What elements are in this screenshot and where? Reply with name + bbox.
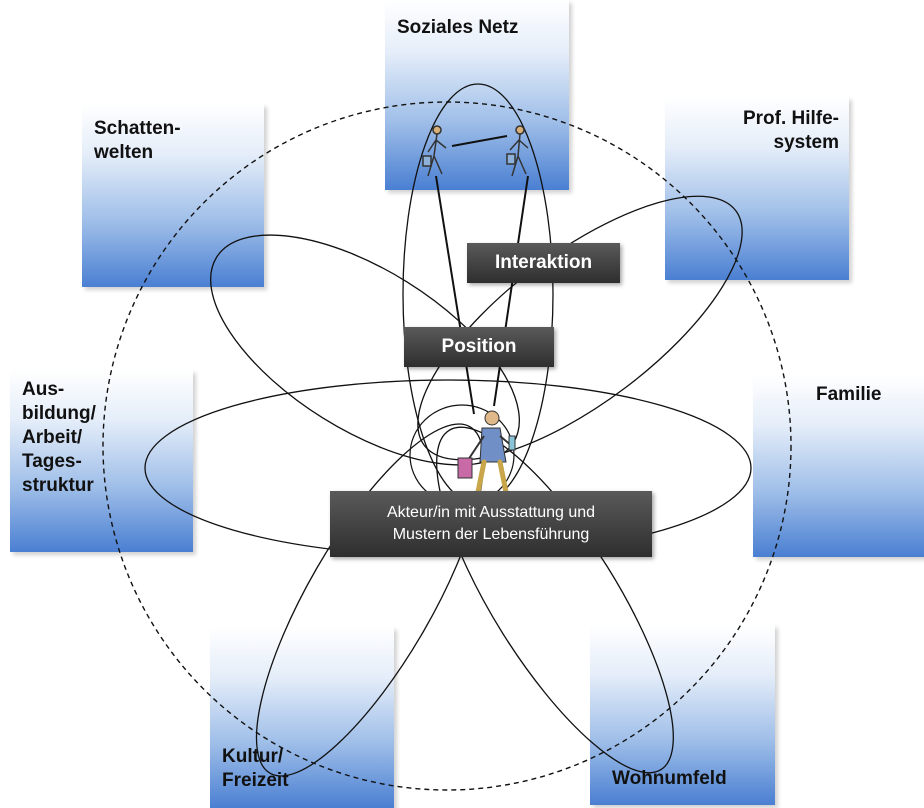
box-ausbildung: Aus- bildung/ Arbeit/ Tages- struktur — [10, 370, 193, 552]
ausbildung-label: Aus- bildung/ Arbeit/ Tages- struktur — [22, 379, 96, 496]
box-wohnumfeld: Wohnumfeld — [590, 625, 775, 805]
connection-line — [493, 175, 529, 407]
connection-line — [435, 175, 475, 415]
wohnumfeld-label: Wohnumfeld — [612, 768, 727, 789]
position-label: Position — [404, 327, 554, 367]
actor-figure — [457, 410, 516, 495]
person-figure-right — [506, 125, 529, 177]
box-schattenwelten: Schatten- welten — [82, 104, 264, 287]
prof-hilfesystem-label: Prof. Hilfe- system — [742, 108, 839, 153]
kultur-freizeit-label: Kultur/ Freizeit — [222, 746, 289, 791]
outer-dashed-circle — [102, 101, 792, 791]
interaktion-label: Interaktion — [467, 243, 620, 283]
box-prof-hilfesystem: Prof. Hilfe- system — [665, 97, 849, 280]
familie-label: Familie — [816, 384, 882, 405]
box-soziales-netz: Soziales Netz — [385, 0, 569, 190]
orbit-ellipse-wohnumfeld — [436, 426, 674, 774]
figures-connection-line — [451, 135, 508, 147]
schattenwelten-label: Schatten- welten — [94, 118, 181, 163]
soziales-netz-label: Soziales Netz — [397, 17, 519, 38]
akteur-label: Akteur/in mit Ausstattung und Mustern de… — [330, 491, 652, 557]
orbit-ellipse-kultur — [255, 423, 485, 777]
person-figure-left — [422, 125, 447, 177]
